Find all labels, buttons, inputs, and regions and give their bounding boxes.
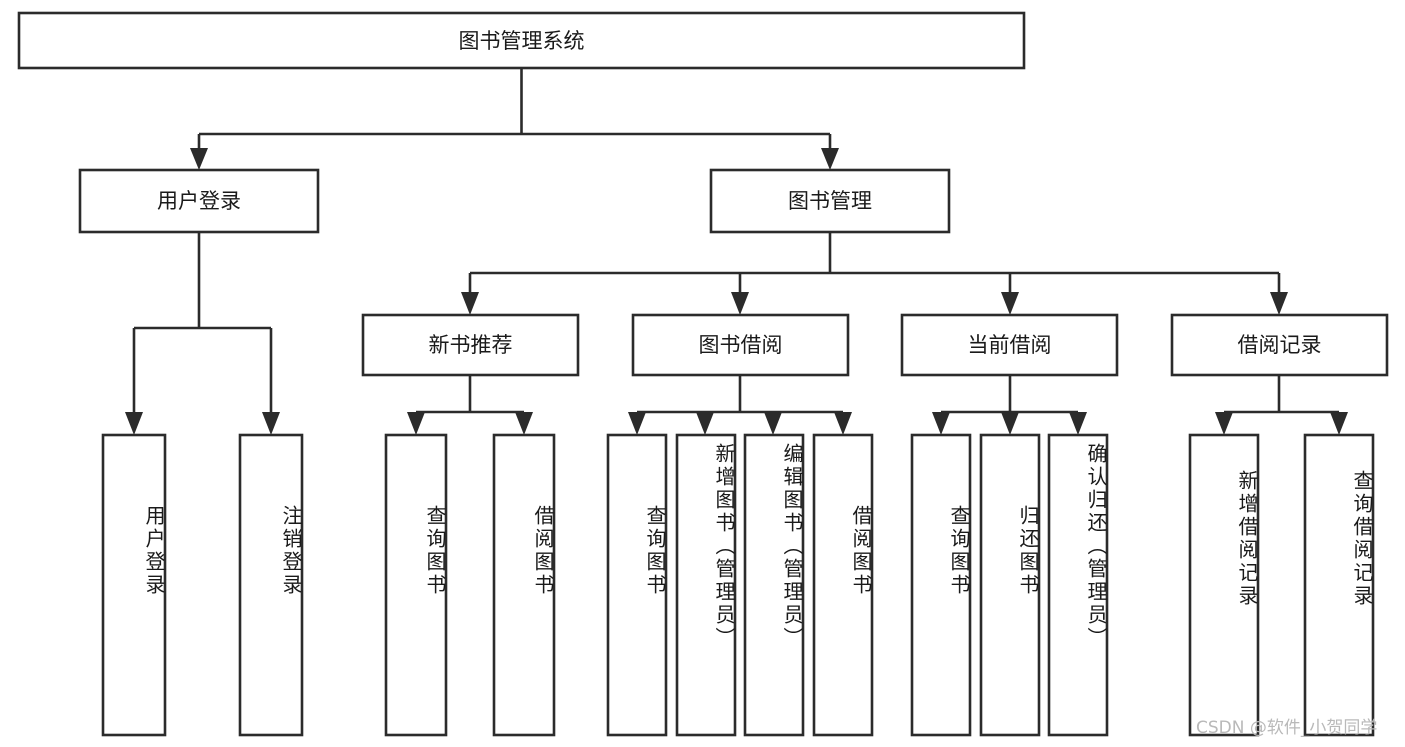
- leaf-box-query-book-c[interactable]: [910, 433, 972, 737]
- node-new-book-recommend-label: 新书推荐: [429, 333, 513, 357]
- node-root-system-label: 图书管理系统: [459, 29, 585, 53]
- node-current-borrow-label: 当前借阅: [968, 333, 1052, 357]
- node-current-borrow[interactable]: 当前借阅: [900, 313, 1119, 377]
- node-user-login-label: 用户登录: [157, 189, 241, 213]
- csdn-watermark: CSDN @软件_小贺同学: [1196, 718, 1378, 738]
- leaf-box-query-book-a[interactable]: [384, 433, 448, 737]
- node-root-system-box[interactable]: [17, 11, 1026, 70]
- arrowhead-new-book-rec: [461, 292, 479, 315]
- connector-layer: [125, 68, 1348, 435]
- arrowhead-leaf-5: [628, 412, 646, 435]
- node-borrow-record-label: 借阅记录: [1238, 333, 1322, 357]
- leaf-box-layer: [101, 433, 1375, 737]
- node-root-system[interactable]: 图书管理系统: [17, 11, 1026, 70]
- arrowhead-leaf-8: [834, 412, 852, 435]
- leaf-box-add-book-admin[interactable]: [675, 433, 737, 737]
- leaf-box-logout[interactable]: [238, 433, 304, 737]
- node-borrow-record-box[interactable]: [1170, 313, 1389, 377]
- arrowhead-leaf-2: [262, 412, 280, 435]
- node-new-book-recommend[interactable]: 新书推荐: [361, 313, 580, 377]
- arrowhead-borrow-record: [1270, 292, 1288, 315]
- node-book-borrow-label: 图书借阅: [699, 333, 783, 357]
- node-current-borrow-box[interactable]: [900, 313, 1119, 377]
- node-book-management-label: 图书管理: [788, 189, 872, 213]
- arrowhead-leaf-7: [764, 412, 782, 435]
- arrowhead-leaf-3: [407, 412, 425, 435]
- node-user-login[interactable]: 用户登录: [78, 168, 320, 234]
- node-new-book-recommend-box[interactable]: [361, 313, 580, 377]
- node-user-login-box[interactable]: [78, 168, 320, 234]
- leaf-box-return-book[interactable]: [979, 433, 1041, 737]
- arrowhead-leaf-9: [932, 412, 950, 435]
- arrowhead-current-borrow: [1001, 292, 1019, 315]
- arrowhead-leaf-4: [515, 412, 533, 435]
- leaf-box-add-borrow-rec[interactable]: [1188, 433, 1260, 737]
- arrowhead-leaf-13: [1330, 412, 1348, 435]
- node-book-management[interactable]: 图书管理: [709, 168, 951, 234]
- node-book-borrow-box[interactable]: [631, 313, 850, 377]
- node-book-management-box[interactable]: [709, 168, 951, 234]
- leaf-box-user-login[interactable]: [101, 433, 167, 737]
- arrowhead-leaf-12: [1215, 412, 1233, 435]
- node-borrow-record[interactable]: 借阅记录: [1170, 313, 1389, 377]
- node-book-borrow[interactable]: 图书借阅: [631, 313, 850, 377]
- leaf-box-query-borrow-rec[interactable]: [1303, 433, 1375, 737]
- leaf-box-edit-book-admin[interactable]: [743, 433, 805, 737]
- arrowhead-leaf-11: [1069, 412, 1087, 435]
- arrowhead-book-borrow: [731, 292, 749, 315]
- arrowhead-book-mgmt: [821, 148, 839, 170]
- leaf-box-confirm-return[interactable]: [1047, 433, 1109, 737]
- arrowhead-leaf-10: [1001, 412, 1019, 435]
- arrowhead-user-login: [190, 148, 208, 170]
- leaf-box-borrow-book-b[interactable]: [812, 433, 874, 737]
- arrowhead-leaf-6: [696, 412, 714, 435]
- leaf-box-query-book-b[interactable]: [606, 433, 668, 737]
- leaf-box-borrow-book-a[interactable]: [492, 433, 556, 737]
- arrowhead-leaf-1: [125, 412, 143, 435]
